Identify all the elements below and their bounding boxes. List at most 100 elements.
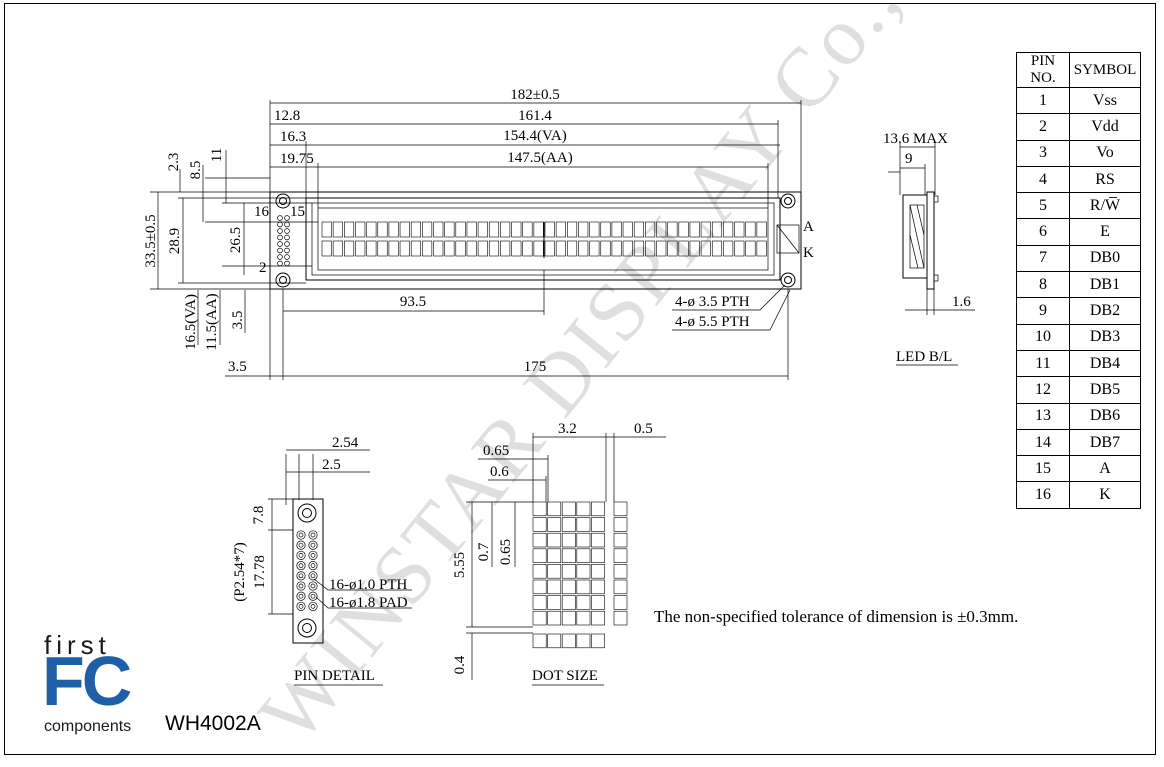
dot: [591, 532, 605, 548]
pin-number: 3: [1016, 139, 1070, 167]
header-pin: [284, 215, 290, 221]
dot: [561, 564, 576, 579]
side-view: 13.6 MAX 9 1.6 LED B/L: [883, 131, 975, 366]
dim-overall-width: 182±0.5: [510, 87, 559, 103]
dot-size: 3.2 0.5 0.65 0.6 5.55 0.7 0.65 0.4 DOT S…: [452, 421, 666, 686]
pin-symbol: A: [1069, 455, 1141, 483]
char-cell-top: [544, 221, 555, 238]
char-cell-top: [343, 221, 355, 238]
dim-93-5: 93.5: [400, 294, 426, 310]
dot-dim-0-5: 0.5: [634, 421, 653, 437]
detail-pin-pad: [308, 561, 318, 571]
active-area: [317, 207, 769, 271]
dot: [547, 579, 562, 595]
dim-pcb-inner: 161.4: [518, 108, 552, 124]
pin-number: 1: [1016, 86, 1070, 115]
logo-components: components: [44, 718, 132, 735]
char-cell-top: [466, 221, 477, 238]
detail-pin-pad: [296, 581, 306, 591]
dot: [561, 610, 576, 626]
dot: [591, 595, 605, 610]
char-cell-top: [477, 221, 488, 238]
pin-number: 7: [1016, 244, 1070, 273]
char-cell-top: [455, 221, 466, 238]
char-cell-bottom: [332, 240, 343, 257]
dot: [547, 564, 562, 579]
char-cell-bottom: [488, 240, 500, 257]
dot-dim-0-7: 0.7: [476, 542, 492, 561]
pin-no-header: PIN NO.: [1016, 52, 1070, 88]
header-pin: [284, 254, 290, 260]
dot: [591, 501, 605, 517]
char-cell-top: [745, 221, 756, 238]
pin-pad-label: 16-ø1.8 PAD: [329, 595, 408, 611]
pin-number: 16: [1016, 481, 1070, 509]
dot: [576, 579, 591, 595]
detail-pin-pad: [308, 581, 318, 591]
header-pin: [284, 234, 290, 241]
char-cell-top: [633, 221, 645, 238]
char-cell-bottom: [667, 240, 678, 257]
char-cell-top: [511, 221, 522, 238]
next-char-dot: [613, 548, 628, 563]
dot: [532, 501, 547, 517]
char-cell-top: [433, 221, 444, 238]
dot-dim-0-6: 0.6: [490, 464, 509, 480]
char-cell-top: [578, 221, 589, 238]
dim-11: 11: [209, 148, 225, 162]
char-cell-top: [522, 221, 533, 238]
dot-dim-0-65-v: 0.65: [498, 539, 514, 565]
pin-symbol: RS: [1069, 165, 1141, 194]
pin-number: 15: [1016, 455, 1070, 483]
pin-dim-2-5: 2.5: [322, 457, 341, 473]
tolerance-note: The non-specified tolerance of dimension…: [654, 607, 1019, 626]
dim-12-8: 12.8: [274, 108, 300, 124]
cursor-dot: [547, 633, 562, 649]
pin16-label: 16: [254, 204, 270, 220]
model-number: WH4002A: [165, 712, 261, 735]
header-pin: [284, 241, 290, 247]
dim-hole-pitch: 175: [524, 359, 547, 375]
dot: [547, 595, 562, 610]
dot: [561, 517, 576, 532]
char-cell-top: [566, 221, 578, 238]
detail-pin-pad: [308, 571, 318, 581]
char-cell-bottom: [711, 240, 723, 257]
dot-dim-0-65: 0.65: [483, 443, 509, 459]
next-char-dot: [613, 532, 628, 548]
bezel-outline: [305, 197, 781, 281]
char-cell-bottom: [734, 240, 745, 257]
pin-number: 11: [1016, 349, 1070, 378]
led-a-label: A: [803, 219, 814, 235]
char-cell-top: [355, 221, 366, 238]
dot: [561, 532, 576, 548]
pin-number: 13: [1016, 402, 1070, 430]
dot: [532, 579, 547, 595]
char-cell-top: [366, 221, 377, 238]
char-cell-top: [656, 221, 667, 238]
character-grid: [321, 221, 767, 257]
next-char-dot: [613, 610, 628, 626]
char-cell-top: [689, 221, 700, 238]
pin-number: 6: [1016, 218, 1070, 246]
header-pin: [284, 228, 290, 234]
dot: [576, 595, 591, 610]
dot: [591, 548, 605, 563]
pin-symbol: DB6: [1069, 402, 1141, 430]
char-cell-top: [622, 221, 633, 238]
pin-symbol: R/W̅: [1069, 192, 1141, 220]
side-pcb: [926, 191, 935, 290]
side-dim-max: 13.6 MAX: [883, 131, 948, 147]
char-cell-bottom: [477, 240, 488, 257]
char-cell-top: [600, 221, 611, 238]
char-cell-bottom: [343, 240, 355, 257]
char-cell-bottom: [500, 240, 511, 257]
char-cell-bottom: [377, 240, 388, 257]
char-cell-bottom: [366, 240, 377, 257]
